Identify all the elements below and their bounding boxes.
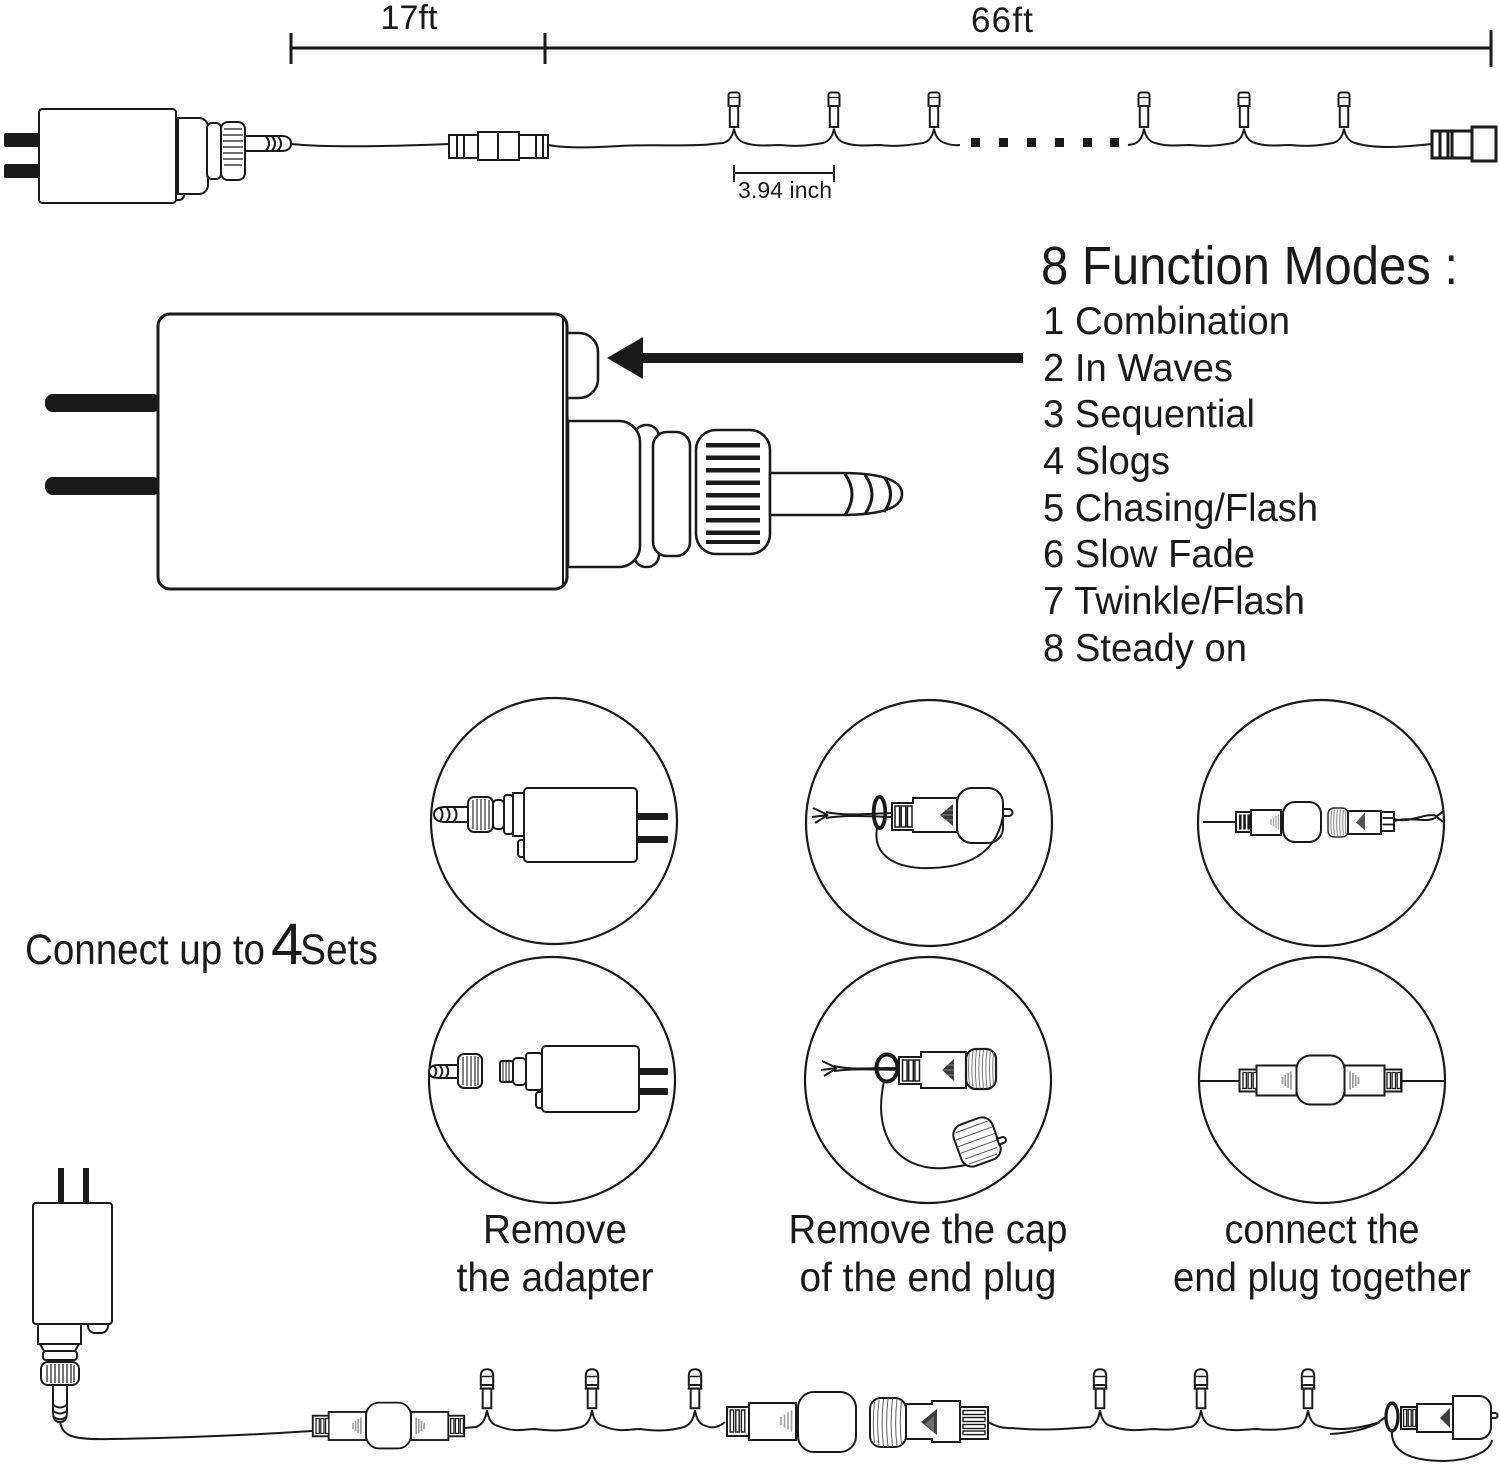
svg-text:66ft: 66ft	[971, 1, 1033, 40]
svg-text:2 In Waves: 2 In Waves	[1043, 347, 1233, 390]
svg-text:connect the: connect the	[1225, 1206, 1420, 1252]
svg-text:3.94 inch: 3.94 inch	[738, 177, 832, 203]
svg-text:5 Chasing/Flash: 5 Chasing/Flash	[1043, 487, 1318, 530]
svg-text:end plug together: end plug together	[1173, 1254, 1471, 1300]
svg-text:Remove the cap: Remove the cap	[789, 1206, 1068, 1252]
svg-text:8 Steady on: 8 Steady on	[1043, 627, 1247, 670]
svg-text:3 Sequential: 3 Sequential	[1043, 393, 1255, 436]
svg-text:6 Slow Fade: 6 Slow Fade	[1043, 533, 1255, 576]
svg-text:1 Combination: 1 Combination	[1043, 300, 1290, 343]
svg-text:7 Twinkle/Flash: 7 Twinkle/Flash	[1043, 580, 1305, 623]
svg-text:the adapter: the adapter	[457, 1254, 654, 1300]
svg-text:17ft: 17ft	[381, 0, 439, 37]
svg-text:4 Slogs: 4 Slogs	[1043, 440, 1170, 483]
svg-text:Remove: Remove	[483, 1206, 627, 1252]
svg-text:of the end plug: of the end plug	[800, 1254, 1057, 1300]
svg-text:8 Function Modes :: 8 Function Modes :	[1041, 236, 1458, 296]
